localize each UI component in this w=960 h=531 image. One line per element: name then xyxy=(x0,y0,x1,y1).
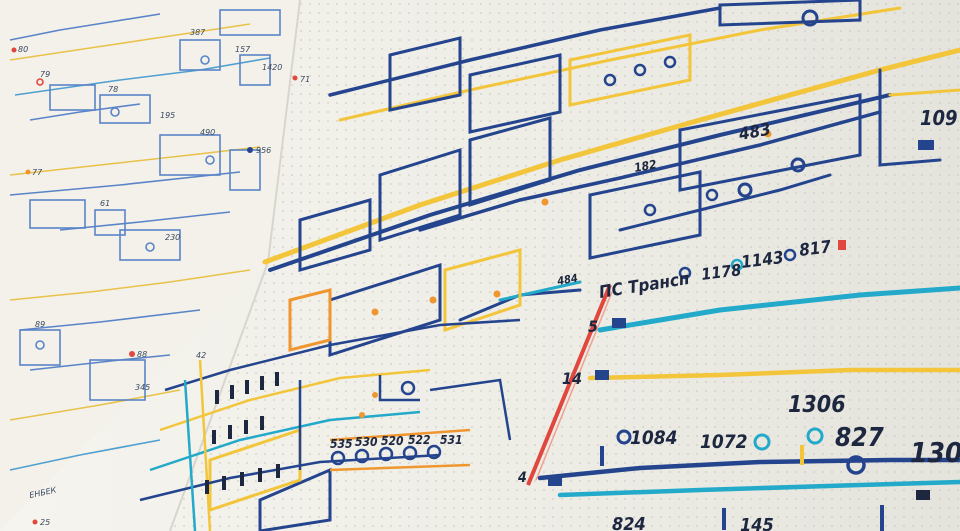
label-4: 4 xyxy=(518,470,527,486)
lower-left-block xyxy=(139,318,521,531)
right-wall-bays xyxy=(208,0,862,531)
label-5: 5 xyxy=(588,317,598,336)
label-61: 61 xyxy=(100,199,110,208)
label-1420: 1420 xyxy=(262,63,282,72)
red-transfer-bar xyxy=(526,284,612,486)
label-817: 817 xyxy=(798,237,832,261)
left-wall-labels: 387 157 1420 71 195 490 956 230 61 79 78… xyxy=(18,28,310,527)
label-530: 530 xyxy=(355,435,378,449)
lower-left-labels: 535 530 520 522 531 xyxy=(330,433,463,451)
label-130: 130 xyxy=(910,436,960,469)
label-387: 387 xyxy=(190,28,206,37)
label-89: 89 xyxy=(35,320,45,329)
label-80: 80 xyxy=(18,45,28,54)
label-42: 42 xyxy=(196,351,206,360)
label-182: 182 xyxy=(633,157,658,175)
right-wall-pegboard xyxy=(170,0,960,531)
label-230: 230 xyxy=(165,233,180,242)
label-195: 195 xyxy=(160,111,175,120)
label-88: 88 xyxy=(137,350,147,359)
red-bar-highlight xyxy=(535,291,613,481)
label-109: 109 xyxy=(920,106,958,130)
label-1178: 1178 xyxy=(700,260,742,284)
label-522: 522 xyxy=(408,433,431,447)
left-wall xyxy=(0,0,300,531)
label-157: 157 xyxy=(235,45,251,54)
label-77: 77 xyxy=(32,168,43,177)
label-79: 79 xyxy=(40,70,50,79)
label-484: 484 xyxy=(556,272,579,288)
left-wall-markers xyxy=(11,47,298,525)
label-25: 25 xyxy=(40,518,50,527)
label-1072: 1072 xyxy=(700,431,748,453)
right-wall-switches xyxy=(371,9,934,531)
label-71: 71 xyxy=(300,75,310,84)
label-345: 345 xyxy=(135,383,150,392)
label-520: 520 xyxy=(381,434,404,448)
label-1084: 1084 xyxy=(630,427,678,449)
lower-left-switch-columns xyxy=(205,372,442,494)
label-535: 535 xyxy=(330,437,353,451)
label-145: 145 xyxy=(740,515,774,531)
label-14: 14 xyxy=(562,369,582,388)
left-wall-schematic xyxy=(9,9,281,471)
label-827: 827 xyxy=(835,423,885,453)
label-1306: 1306 xyxy=(788,392,846,418)
label-490: 490 xyxy=(200,128,215,137)
label-78: 78 xyxy=(108,85,118,94)
label-956: 956 xyxy=(256,146,271,155)
wall-corner xyxy=(267,0,301,263)
label-824: 824 xyxy=(612,514,646,531)
label-531: 531 xyxy=(440,433,463,447)
